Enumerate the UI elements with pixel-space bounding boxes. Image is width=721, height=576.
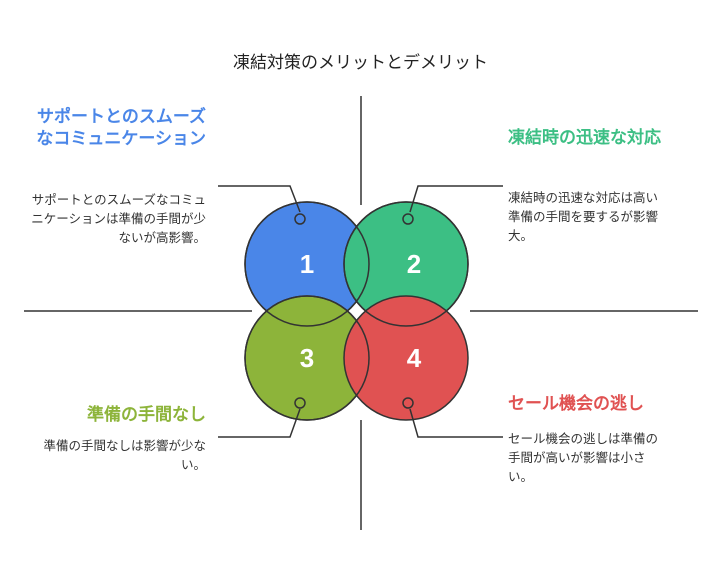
circle-number-2: 2 [407,249,421,279]
quadrant-2-description: 凍結時の迅速な対応は高い準備の手間を要するが影響大。 [508,190,659,243]
quadrant-1-description: サポートとのスムーズなコミュニケーションは準備の手間が少ないが高影響。 [31,192,206,245]
circle-number-3: 3 [300,343,314,373]
circle-4 [343,295,469,421]
diagram-title: 凍結対策のメリットとデメリット [233,53,488,73]
connector-2 [409,185,503,213]
connector-dot-3 [294,397,306,409]
quadrant-3-heading: 準備の手間なし [87,405,206,425]
connector-3 [218,408,301,438]
quadrant-3-description: 準備の手間なしは影響が少ない。 [43,438,206,472]
connector-dot-1 [294,213,306,225]
connector-dot-4 [402,397,414,409]
quadrant-1-heading: サポートとのスムーズなコミュニケーション [36,107,206,149]
quadrant-4-heading: セール機会の逃し [508,394,644,414]
circle-number-4: 4 [407,343,422,373]
connector-dot-2 [402,213,414,225]
circle-number-1: 1 [300,249,314,279]
quadrant-2-heading: 凍結時の迅速な対応 [508,128,661,148]
quadrant-4-description: セール機会の逃しは準備の手間が高いが影響は小さい。 [508,431,659,484]
connector-4 [409,408,503,438]
connector-1 [218,185,301,213]
